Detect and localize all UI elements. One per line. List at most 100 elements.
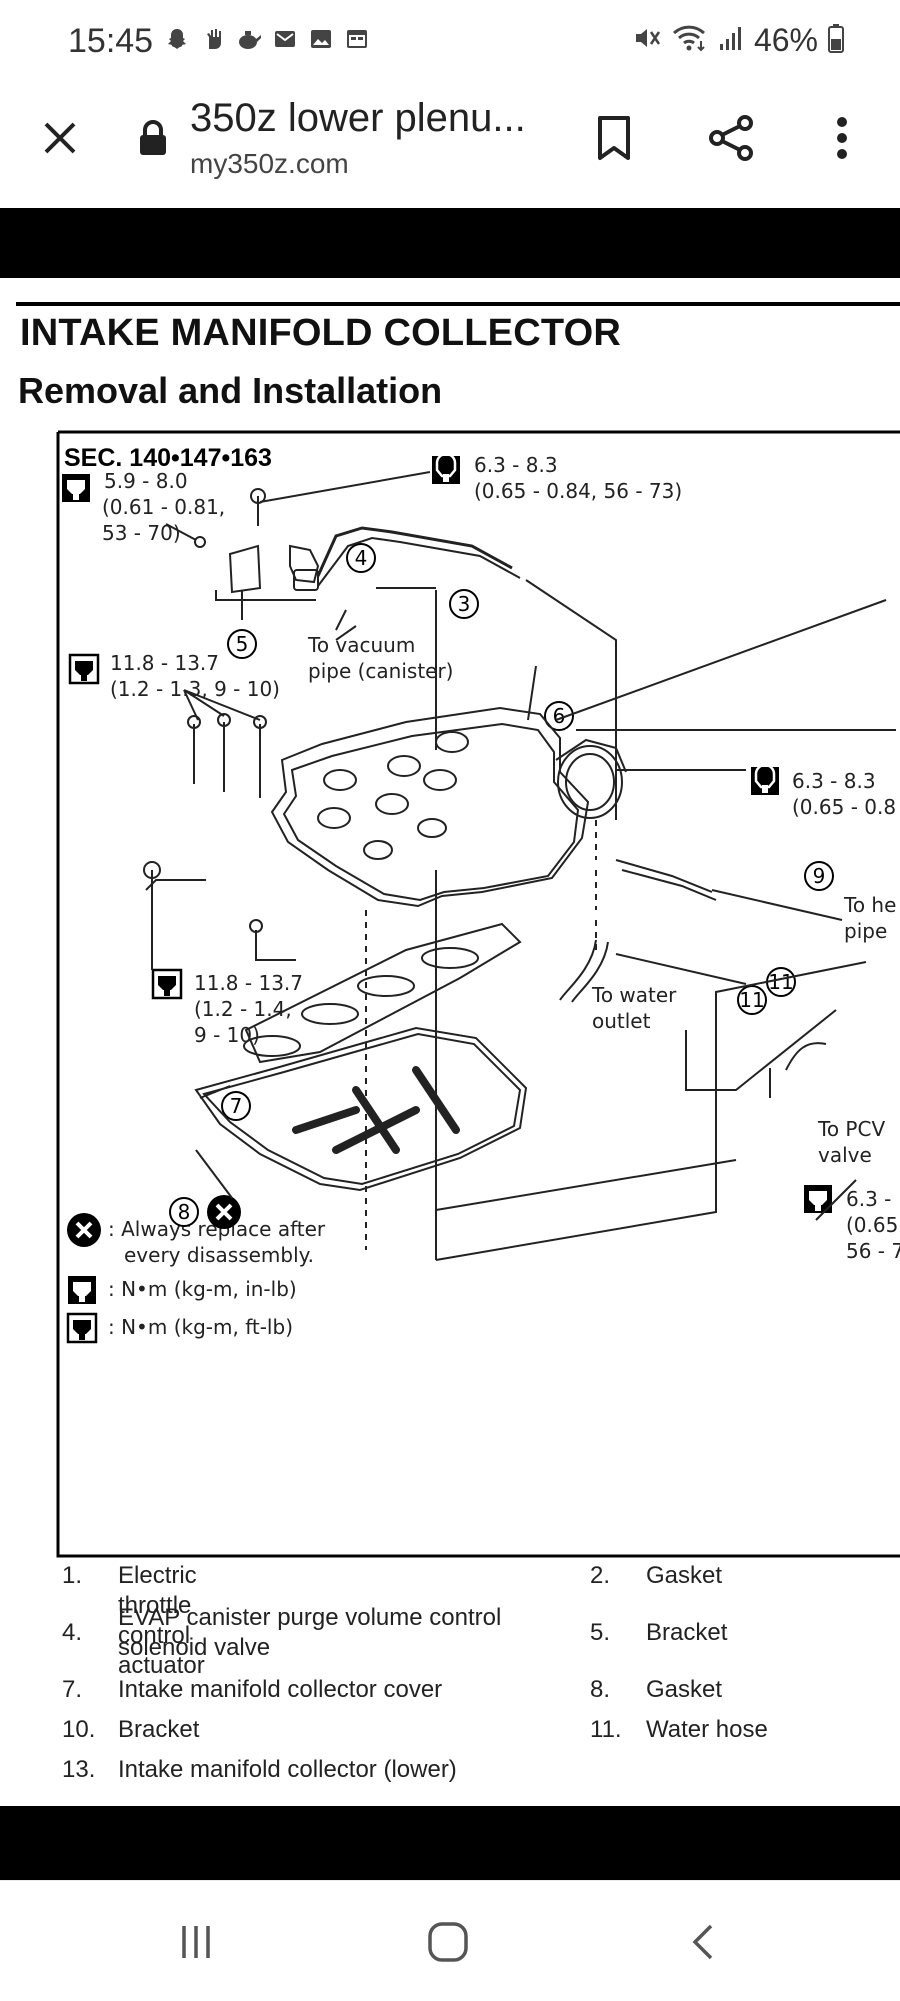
torque-icon [68, 1276, 96, 1304]
torque-value: 11.8 - 13.7 [194, 971, 303, 995]
page-footer-band [0, 1806, 900, 1880]
torque-value: 11.8 - 13.7 [110, 651, 219, 675]
status-time: 15:45 [68, 22, 154, 60]
part-number: 10. [62, 1716, 96, 1743]
signal-icon [718, 24, 744, 57]
part-number: 5. [590, 1619, 611, 1646]
page-header-band [0, 208, 900, 278]
legend-replace: every disassembly. [124, 1243, 314, 1267]
legend-ftlb: : N•m (kg-m, ft-lb) [108, 1315, 293, 1339]
part-number: 4. [62, 1619, 83, 1646]
part-name: Gasket [646, 1562, 723, 1589]
lock-icon[interactable] [138, 120, 170, 156]
snapchat-icon [164, 26, 190, 52]
annotation-water: outlet [592, 1009, 651, 1033]
recent-apps-icon [182, 1926, 210, 1958]
torque-value: 56 - 7 [846, 1239, 900, 1263]
wifi-icon [672, 23, 708, 58]
doc-heading: INTAKE MANIFOLD COLLECTOR [20, 312, 621, 354]
torque-value: (0.61 - 0.81, [102, 495, 225, 519]
torque-icon [66, 1312, 98, 1344]
annotation-pcv: valve [818, 1143, 872, 1167]
recent-apps-button[interactable] [166, 1917, 226, 1967]
battery-percent: 46% [753, 22, 818, 58]
part-number: 2. [590, 1562, 611, 1589]
diagram-linework [143, 471, 896, 1261]
callout-number: 4 [355, 546, 368, 570]
torque-icon [151, 968, 183, 1000]
annotation-heater: To he [843, 893, 896, 917]
battery-icon [828, 23, 844, 58]
callout-number: 11 [768, 970, 793, 994]
part-name: Intake manifold collector cover [118, 1676, 443, 1703]
home-button[interactable] [418, 1917, 478, 1967]
torque-value: 9 - 10) [194, 1023, 260, 1047]
part-name: Gasket [646, 1676, 723, 1703]
torque-value: 6.3 - 8.3 [792, 769, 876, 793]
torque-icon [749, 763, 781, 797]
torque-icon [62, 474, 90, 502]
callout-number: 9 [813, 864, 826, 888]
torque-value: (0.65 [846, 1213, 898, 1237]
annotation-vacuum: pipe (canister) [308, 659, 454, 683]
image-icon [308, 26, 334, 52]
torque-value: (0.65 - 0.84, 56 - 73) [474, 479, 682, 503]
close-button[interactable] [36, 114, 84, 162]
bookmark-icon [598, 116, 630, 160]
close-icon [44, 122, 76, 154]
part-number: 11. [590, 1716, 622, 1743]
title-rule [16, 302, 900, 306]
torque-value: 6.3 - 8.3 [474, 453, 558, 477]
page-domain[interactable]: my350z.com [190, 148, 349, 179]
part-name: solenoid valve [118, 1634, 271, 1661]
hand-icon [200, 26, 226, 52]
back-button[interactable] [672, 1917, 732, 1967]
custom-tab-toolbar: 350z lower plenu... my350z.com [0, 84, 900, 209]
annotation-water: To water [591, 983, 677, 1007]
more-vert-icon [837, 117, 847, 159]
notification-icons [164, 26, 370, 52]
part-number: 7. [62, 1676, 83, 1703]
back-icon [692, 1924, 713, 1960]
document-page[interactable]: INTAKE MANIFOLD COLLECTOR Removal and In… [0, 278, 900, 1806]
callout-number: 8 [178, 1200, 191, 1224]
torque-icon [430, 452, 462, 486]
share-button[interactable] [704, 110, 760, 166]
callout-number: 7 [230, 1094, 243, 1118]
figure-frame [56, 430, 900, 1558]
part-number: 8. [590, 1676, 611, 1703]
annotation-vacuum: To vacuum [307, 633, 415, 657]
calendar-icon [344, 26, 370, 52]
more-options-button[interactable] [816, 110, 868, 166]
part-number: 13. [62, 1756, 96, 1783]
exploded-diagram: SEC. 140•147•163 6.3 - 8.3 (0.65 - 0.84,… [56, 430, 900, 1558]
part-name: Electric throttle control actuator [118, 1562, 205, 1679]
mute-icon [632, 23, 662, 58]
annotation-heater: pipe [844, 919, 887, 943]
annotation-pcv: To PCV [817, 1117, 885, 1141]
status-right: 46% [632, 22, 844, 59]
mail-icon [272, 26, 298, 52]
callout-number: 3 [458, 592, 471, 616]
bookmark-button[interactable] [586, 110, 642, 166]
part-name: Intake manifold collector (lower) [118, 1756, 457, 1783]
status-bar: 15:45 46% [0, 0, 900, 84]
callout-number: 11 [739, 988, 764, 1012]
section-number: SEC. 140•147•163 [64, 444, 272, 472]
torque-icon [68, 653, 100, 685]
share-icon [709, 115, 753, 161]
torque-value: (0.65 - 0.8 [792, 795, 896, 819]
part-number: 1. [62, 1562, 83, 1589]
torque-value: 5.9 - 8.0 [104, 469, 188, 493]
torque-value: (1.2 - 1.4, [194, 997, 292, 1021]
home-icon [428, 1922, 468, 1962]
doc-subheading: Removal and Installation [18, 370, 443, 411]
part-name: Water hose [646, 1716, 768, 1743]
page-title[interactable]: 350z lower plenu... [190, 96, 526, 140]
teapot-icon [236, 26, 262, 52]
callout-number: 5 [236, 632, 249, 656]
system-nav-bar [0, 1880, 900, 2001]
callout-number: 6 [553, 704, 566, 728]
torque-value: 6.3 - [846, 1187, 891, 1211]
part-name: Bracket [646, 1619, 728, 1646]
